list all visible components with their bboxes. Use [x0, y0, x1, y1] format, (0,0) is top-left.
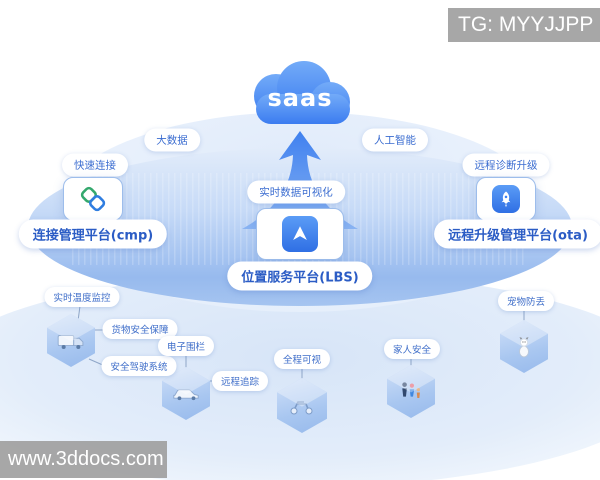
car-icon: [173, 389, 199, 401]
navigation-arrow-icon: [282, 216, 318, 252]
scooter-icon: [290, 400, 313, 414]
ota-label: 远程升级管理平台(ota): [434, 219, 600, 249]
saas-cloud: saas: [240, 60, 360, 128]
cloud-label: saas: [267, 84, 333, 112]
label-family-safety: 家人安全: [383, 339, 441, 359]
label-safe-driving: 安全驾驶系统: [101, 356, 177, 376]
tag-fast-connect: 快速连接: [62, 153, 128, 177]
lbs-label: 位置服务平台(LBS): [227, 261, 373, 291]
cmp-label: 连接管理平台(cmp): [18, 219, 168, 249]
link-network-icon: [80, 186, 106, 212]
site-watermark: www.3ddocs.com: [0, 441, 167, 478]
truck-icon: [57, 334, 84, 349]
rocket-icon: [492, 185, 520, 213]
label-pet-anti-loss: 宠物防丢: [497, 291, 555, 311]
tag-remote-diagnosis: 远程诊断升级: [462, 153, 550, 177]
label-temperature-monitoring: 实时温度监控: [44, 287, 120, 307]
tag-ai: 人工智能: [362, 128, 428, 152]
upload-arrow-icon: [242, 131, 358, 229]
label-electronic-fence: 电子围栏: [157, 336, 215, 356]
dog-icon: [519, 336, 529, 357]
cmp-box: [63, 177, 123, 221]
label-full-visibility: 全程可视: [273, 349, 331, 369]
tag-realtime-viz: 实时数据可视化: [247, 180, 345, 204]
ota-box: [476, 177, 536, 221]
label-cargo-safety: 货物安全保障: [102, 319, 178, 339]
lbs-box: [256, 208, 344, 260]
tag-big-data: 大数据: [144, 128, 200, 152]
telegram-watermark: TG: MYYJJPP: [448, 8, 600, 42]
label-remote-tracking: 远程追踪: [211, 371, 269, 391]
family-icon: [402, 381, 420, 398]
cloud-icon: [254, 61, 350, 124]
